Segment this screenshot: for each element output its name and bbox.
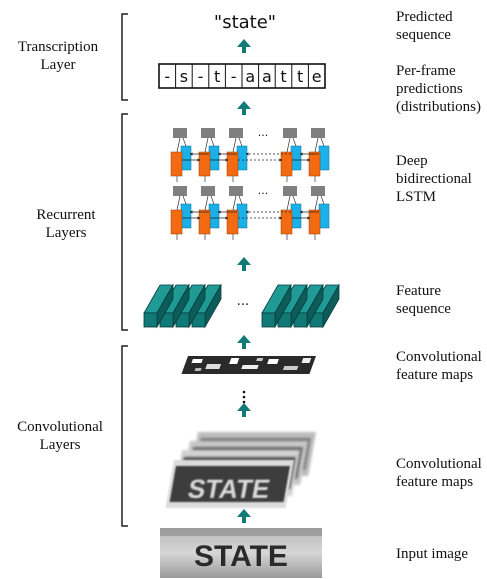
- predicted-output-text: "state": [214, 12, 276, 33]
- lstm-unit: [308, 186, 330, 240]
- lstm-output-node: [173, 128, 187, 138]
- lstm-forward-cell: [308, 209, 321, 235]
- lstm-output-node: [283, 186, 297, 196]
- conv-feature-maps-top: [181, 356, 316, 374]
- lstm-grid: ......: [170, 126, 330, 240]
- lstm-output-node: [229, 186, 243, 196]
- recurrent-layers-label: Recurrent Layers: [36, 207, 96, 241]
- transcription-bracket: [121, 13, 128, 101]
- lstm-forward-cell: [170, 151, 183, 177]
- lstm-unit: [226, 128, 248, 182]
- feature-column: [261, 283, 292, 329]
- vertical-ellipsis: [242, 390, 246, 404]
- lstm-unit: [280, 128, 302, 182]
- lstm-output-node: [229, 128, 243, 138]
- lstm-unit: [198, 186, 220, 240]
- per-frame-predictions-label: Per-frame predictions (distributions): [396, 63, 481, 115]
- svg-text:STATE: STATE: [186, 474, 273, 504]
- deep-bidirectional-lstm-label: Deep bidirectional LSTM: [396, 153, 472, 205]
- lstm-forward-cell: [226, 151, 239, 177]
- input-image: STATE: [160, 528, 322, 578]
- lstm-backward-cell: [290, 203, 302, 229]
- frame-prediction-cell: t: [208, 64, 220, 88]
- conv-feature-maps-bottom-label: Convolutional feature maps: [396, 456, 482, 490]
- feature-sequence-columns: [143, 283, 340, 329]
- frame-prediction-cell: -: [164, 67, 170, 86]
- lstm-backward-cell: [208, 203, 220, 229]
- lstm-unit: [198, 128, 220, 182]
- feature-column: [143, 283, 174, 329]
- frame-prediction-char: -: [231, 67, 237, 86]
- lstm-output-node: [311, 186, 325, 196]
- upward-arrow-icon: [237, 403, 251, 417]
- predicted-sequence-label: Predicted sequence: [396, 9, 453, 43]
- frame-prediction-char: -: [198, 67, 204, 86]
- lstm-forward-cell: [198, 151, 211, 177]
- lstm-output-node: [173, 186, 187, 196]
- upward-arrow-icon: [237, 101, 251, 115]
- transcription-layer-label: Transcription Layer: [17, 39, 99, 73]
- frame-prediction-char: a: [262, 67, 272, 86]
- upward-arrow-icon: [237, 335, 251, 349]
- frame-prediction-cell: s: [175, 64, 188, 88]
- frame-prediction-cell: e: [307, 64, 322, 88]
- lstm-output-node: [201, 186, 215, 196]
- convolutional-bracket: [121, 345, 128, 527]
- flow-arrows: [237, 39, 251, 523]
- frame-prediction-cell: -: [191, 64, 204, 88]
- frame-prediction-cell: a: [258, 64, 272, 88]
- conv-feature-maps-bottom: STATE: [165, 432, 316, 508]
- frame-prediction-char: e: [312, 67, 322, 86]
- lstm-backward-cell: [318, 203, 330, 229]
- lstm-forward-cell: [280, 151, 293, 177]
- lstm-unit: [226, 186, 248, 240]
- lstm-output-node: [201, 128, 215, 138]
- lstm-ellipsis: ...: [258, 126, 269, 139]
- frame-prediction-cell: t: [274, 64, 287, 88]
- frame-prediction-char: s: [180, 67, 188, 86]
- lstm-output-node: [311, 128, 325, 138]
- lstm-forward-cell: [170, 209, 183, 235]
- recurrent-bracket: [121, 113, 128, 331]
- convolutional-layers-label: Convolutional Layers: [17, 419, 103, 453]
- svg-text:STATE: STATE: [194, 540, 288, 573]
- upward-arrow-icon: [237, 39, 251, 53]
- lstm-backward-cell: [318, 145, 330, 171]
- lstm-backward-cell: [208, 145, 220, 171]
- lstm-unit: [170, 186, 192, 240]
- frame-prediction-cell: a: [241, 64, 255, 88]
- conv-feature-maps-top-label: Convolutional feature maps: [396, 349, 482, 383]
- input-image-label: Input image: [396, 546, 469, 562]
- lstm-unit: [308, 128, 330, 182]
- lstm-backward-cell: [236, 145, 248, 171]
- lstm-output-node: [283, 128, 297, 138]
- lstm-backward-cell: [180, 145, 192, 171]
- frame-prediction-char: t: [214, 67, 220, 86]
- lstm-unit: [170, 128, 192, 182]
- lstm-forward-cell: [198, 209, 211, 235]
- frame-prediction-char: t: [280, 67, 286, 86]
- frame-prediction-cell: -: [224, 64, 237, 88]
- lstm-ellipsis: ...: [258, 184, 269, 197]
- feature-sequence-label: Feature sequence: [396, 283, 451, 317]
- lstm-forward-cell: [226, 209, 239, 235]
- frame-prediction-char: a: [245, 67, 255, 86]
- lstm-backward-cell: [180, 203, 192, 229]
- frame-prediction-cell: t: [291, 64, 303, 88]
- frame-prediction-char: -: [164, 67, 170, 86]
- lstm-backward-cell: [236, 203, 248, 229]
- lstm-forward-cell: [308, 151, 321, 177]
- feature-ellipsis: ...: [237, 294, 249, 309]
- frame-prediction-char: t: [297, 67, 303, 86]
- upward-arrow-icon: [237, 509, 251, 523]
- lstm-forward-cell: [280, 209, 293, 235]
- lstm-unit: [280, 186, 302, 240]
- lstm-backward-cell: [290, 145, 302, 171]
- upward-arrow-icon: [237, 257, 251, 271]
